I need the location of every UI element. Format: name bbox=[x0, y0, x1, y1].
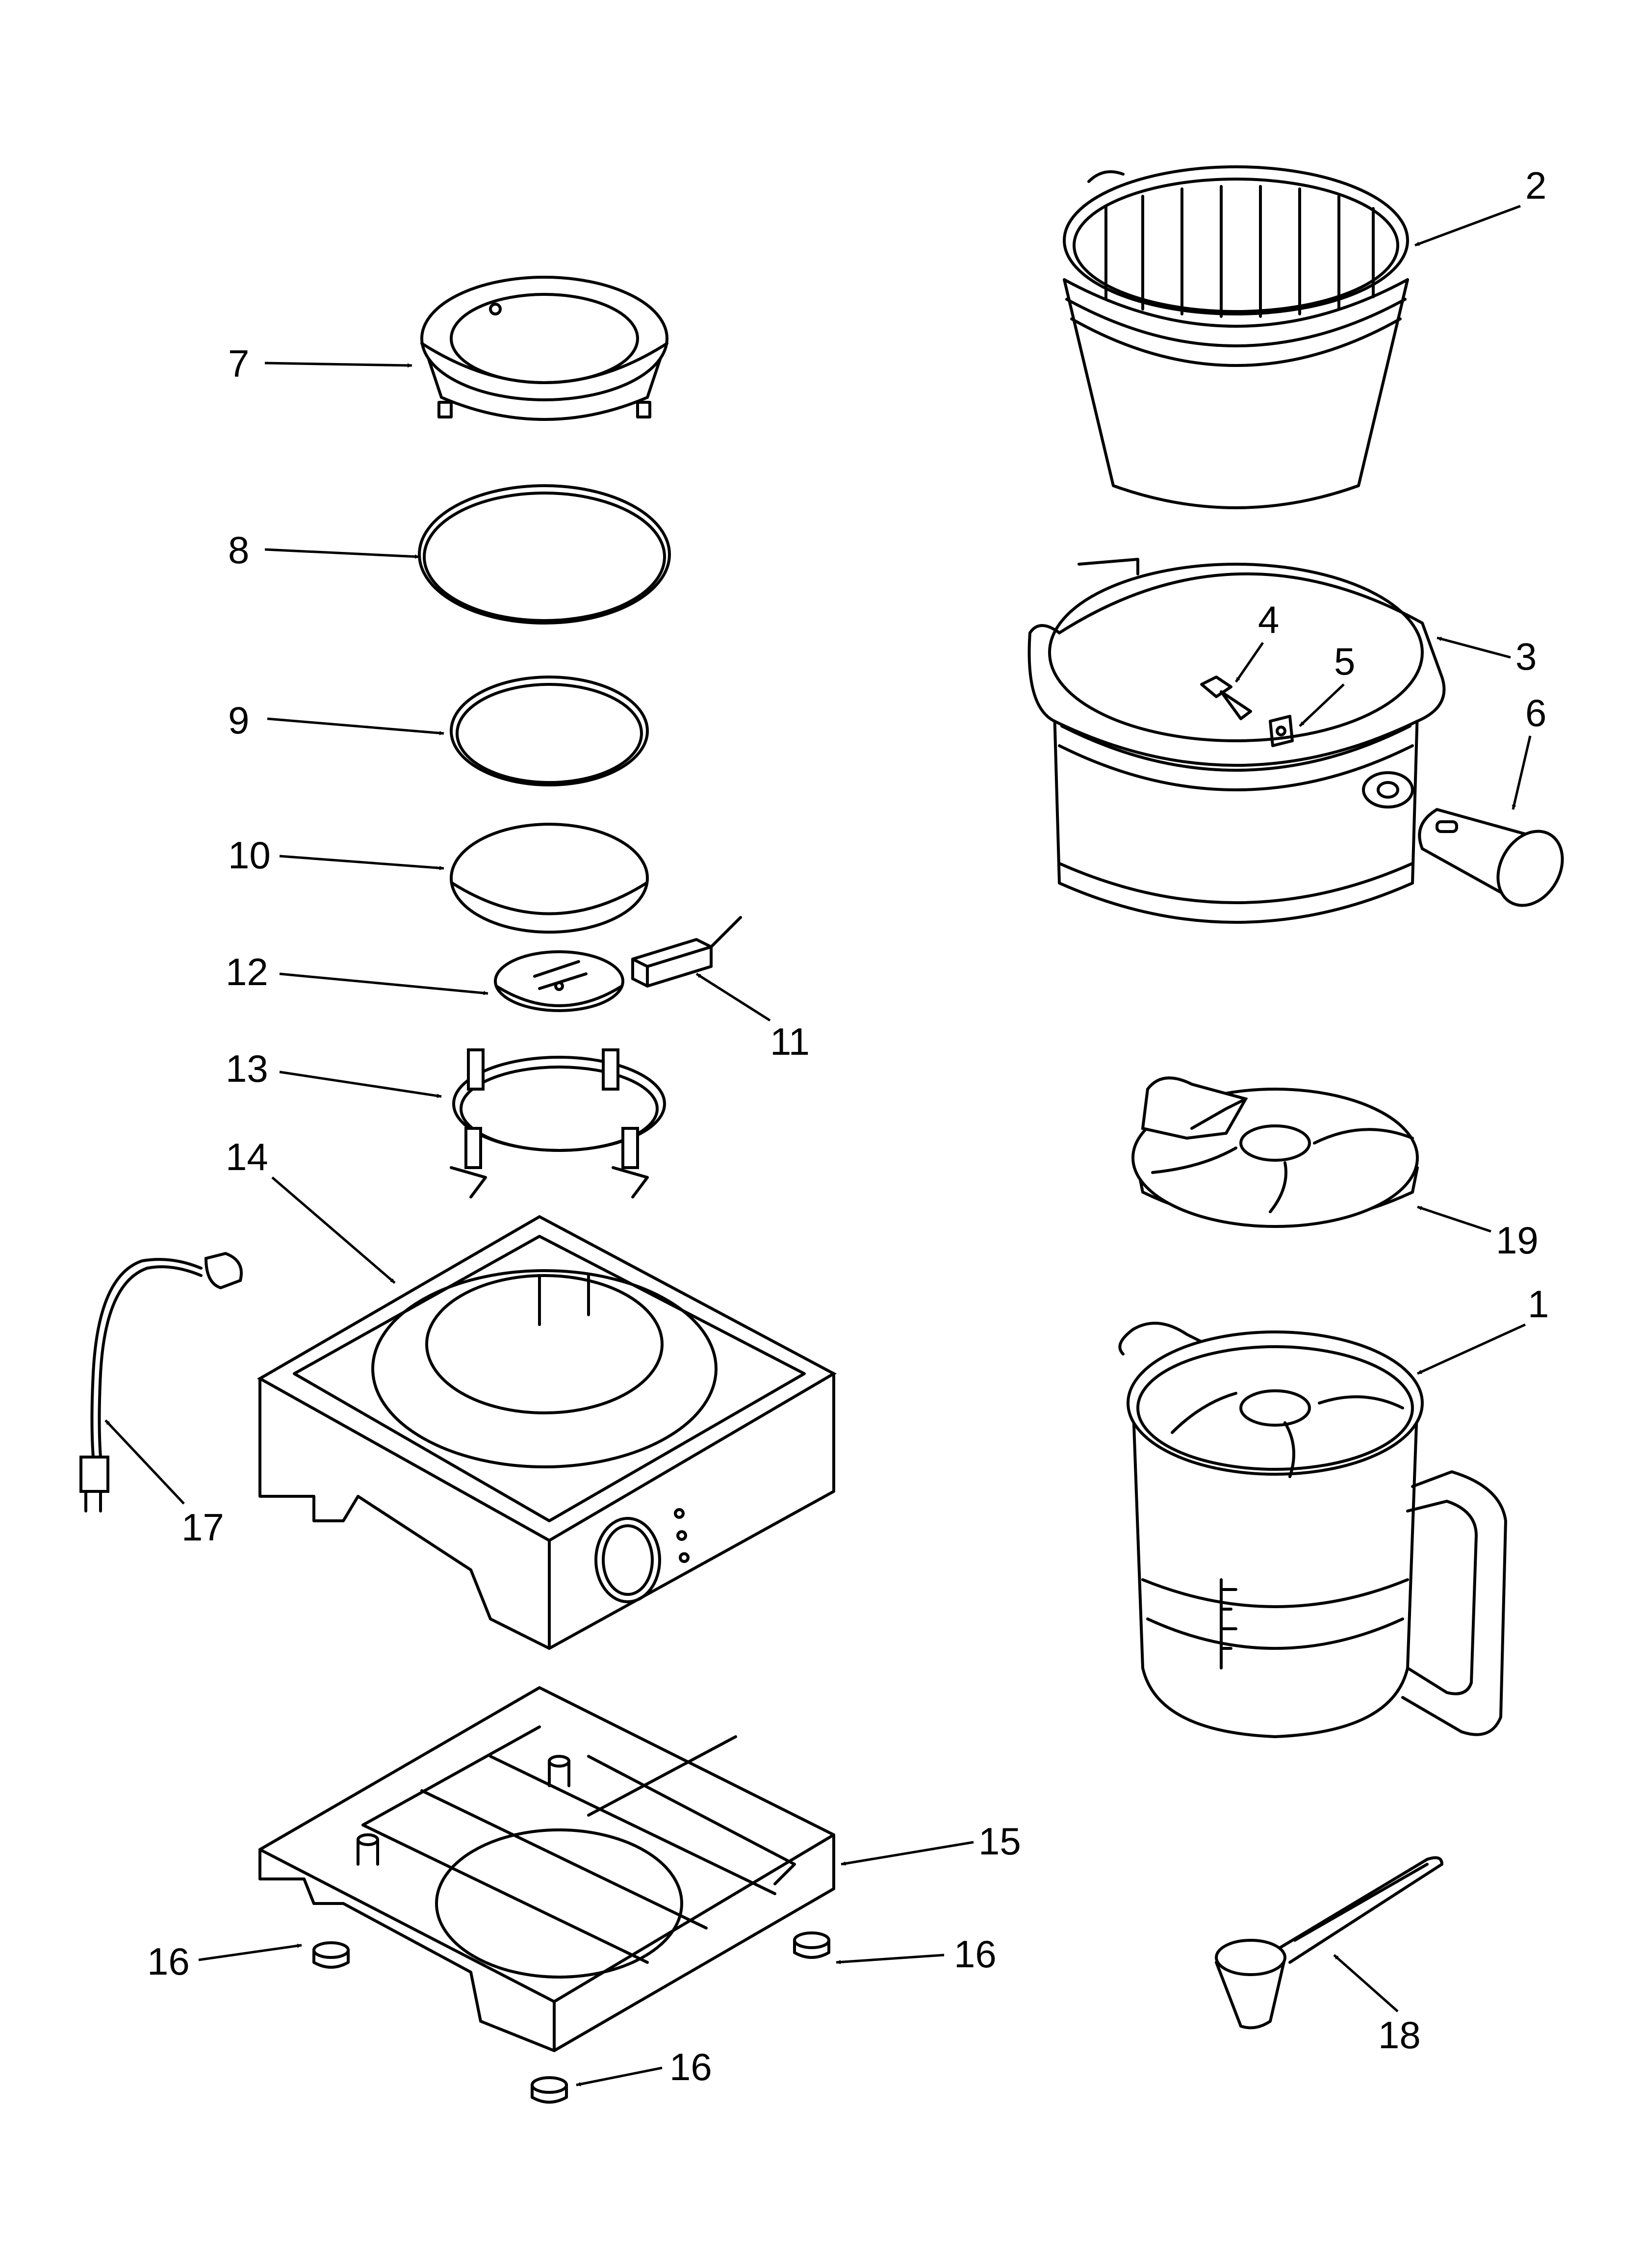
callout-2: 2 bbox=[1525, 164, 1546, 207]
callout-4: 4 bbox=[1258, 598, 1279, 641]
callout-10: 10 bbox=[228, 834, 271, 877]
part-11-bar bbox=[631, 916, 742, 988]
part-8-gasket bbox=[418, 484, 671, 625]
part-16-foot-left bbox=[312, 1941, 350, 1969]
part-17-power-cord bbox=[79, 1251, 243, 1512]
part-18-scoop bbox=[1215, 1856, 1443, 2030]
part-2-filter-basket bbox=[1063, 165, 1409, 509]
callout-11: 11 bbox=[770, 1020, 810, 1063]
callout-8: 8 bbox=[228, 528, 249, 572]
callout-1: 1 bbox=[1528, 1282, 1549, 1326]
callout-7: 7 bbox=[228, 342, 249, 385]
callout-17: 17 bbox=[181, 1506, 224, 1549]
callout-13: 13 bbox=[226, 1047, 268, 1090]
callout-5: 5 bbox=[1334, 640, 1355, 683]
part-16-foot-right bbox=[793, 1931, 830, 1959]
part-19-carafe-lid bbox=[1131, 1076, 1419, 1228]
part-6-handle-grip bbox=[1418, 808, 1564, 907]
part-12-valve-disc bbox=[494, 950, 624, 1012]
callout-9: 9 bbox=[228, 699, 249, 742]
callout-16-left: 16 bbox=[147, 1940, 190, 1983]
part-14-housing bbox=[257, 1215, 837, 1650]
callout-labels: 7 8 9 10 12 11 13 14 17 15 16 16 16 2 3 … bbox=[147, 164, 1549, 2088]
callout-14: 14 bbox=[226, 1135, 268, 1178]
part-5-small-seal bbox=[1269, 715, 1294, 747]
part-4-screw bbox=[1200, 676, 1252, 720]
callout-15: 15 bbox=[978, 1820, 1021, 1863]
callout-3: 3 bbox=[1515, 635, 1537, 678]
callout-18: 18 bbox=[1378, 2013, 1421, 2057]
leader-lines bbox=[104, 205, 1532, 2086]
part-15-base-pan bbox=[258, 1686, 835, 2052]
part-9-ring bbox=[450, 676, 649, 786]
part-13-clip-ring bbox=[450, 1048, 666, 1199]
part-3-brew-chamber bbox=[1027, 558, 1446, 924]
callout-6: 6 bbox=[1525, 691, 1546, 734]
part-7-lid-ring bbox=[420, 276, 668, 421]
callout-12: 12 bbox=[226, 950, 268, 993]
part-16-foot-bottom bbox=[531, 2076, 568, 2104]
part-1-carafe bbox=[1118, 1322, 1507, 1738]
part-10-disc bbox=[450, 823, 649, 934]
callout-16-right: 16 bbox=[954, 1932, 997, 1976]
callout-16-bottom: 16 bbox=[669, 2045, 712, 2088]
callout-19: 19 bbox=[1496, 1219, 1539, 1262]
